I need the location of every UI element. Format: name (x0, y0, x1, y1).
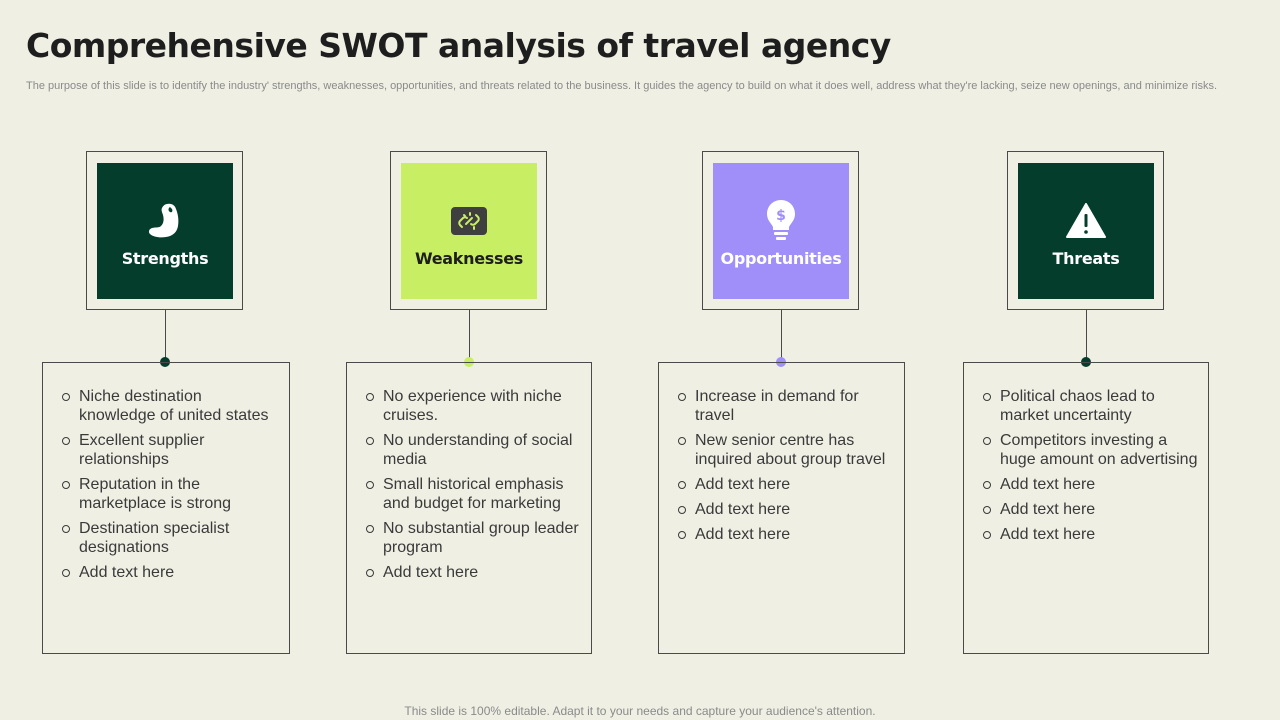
weaknesses-list: No experience with niche cruises. No und… (347, 363, 591, 582)
tile-label: Weaknesses (414, 248, 524, 268)
tile-frame: Weaknesses (390, 151, 547, 310)
page-title: Comprehensive SWOT analysis of travel ag… (26, 26, 891, 65)
swot-column-strengths: Strengths Niche destination knowledge of… (42, 0, 290, 720)
list-item: Add text here (983, 525, 1198, 544)
list-item: Niche destination knowledge of united st… (62, 387, 279, 425)
tile-frame: $ Opportunities (702, 151, 859, 310)
list-item: Add text here (983, 475, 1198, 494)
list-item: No substantial group leader program (366, 519, 581, 557)
opportunities-tile: $ Opportunities (713, 163, 849, 299)
list-item: Add text here (678, 475, 894, 494)
tile-frame: Threats (1007, 151, 1164, 310)
connector-line (781, 310, 782, 361)
flexed-bicep-icon (145, 199, 185, 243)
tile-frame: Strengths (86, 151, 243, 310)
broken-link-icon (449, 199, 489, 243)
connector-line (1086, 310, 1087, 361)
swot-column-opportunities: $ Opportunities Increase in demand for t… (658, 0, 906, 720)
list-item: Add text here (366, 563, 581, 582)
list-item: No understanding of social media (366, 431, 581, 469)
connector-line (165, 310, 166, 361)
swot-column-weaknesses: Weaknesses No experience with niche crui… (346, 0, 594, 720)
opportunities-card: Increase in demand for travel New senior… (658, 362, 905, 654)
strengths-list: Niche destination knowledge of united st… (43, 363, 289, 582)
list-item: Add text here (678, 500, 894, 519)
list-item: Excellent supplier relationships (62, 431, 279, 469)
list-item: Political chaos lead to market uncertain… (983, 387, 1198, 425)
list-item: Increase in demand for travel (678, 387, 894, 425)
threats-card: Political chaos lead to market uncertain… (963, 362, 1209, 654)
list-item: Add text here (678, 525, 894, 544)
list-item: Add text here (62, 563, 279, 582)
list-item: Small historical emphasis and budget for… (366, 475, 581, 513)
weaknesses-tile: Weaknesses (401, 163, 537, 299)
opportunities-list: Increase in demand for travel New senior… (659, 363, 904, 544)
tile-label: Strengths (121, 248, 209, 268)
strengths-card: Niche destination knowledge of united st… (42, 362, 290, 654)
threats-list: Political chaos lead to market uncertain… (964, 363, 1208, 544)
threats-tile: Threats (1018, 163, 1154, 299)
footer-note: This slide is 100% editable. Adapt it to… (404, 704, 876, 718)
tile-label: Threats (1052, 248, 1120, 268)
list-item: New senior centre has inquired about gro… (678, 431, 894, 469)
strengths-tile: Strengths (97, 163, 233, 299)
page-subtitle: The purpose of this slide is to identify… (26, 80, 1218, 92)
tile-label: Opportunities (720, 248, 842, 268)
list-item: Add text here (983, 500, 1198, 519)
svg-text:$: $ (776, 208, 786, 224)
warning-triangle-icon (1066, 199, 1106, 243)
list-item: Reputation in the marketplace is strong (62, 475, 279, 513)
list-item: Destination specialist designations (62, 519, 279, 557)
lightbulb-dollar-icon: $ (761, 199, 801, 243)
list-item: No experience with niche cruises. (366, 387, 581, 425)
swot-column-threats: Threats Political chaos lead to market u… (963, 0, 1211, 720)
list-item: Competitors investing a huge amount on a… (983, 432, 1198, 468)
weaknesses-card: No experience with niche cruises. No und… (346, 362, 592, 654)
connector-line (469, 310, 470, 361)
